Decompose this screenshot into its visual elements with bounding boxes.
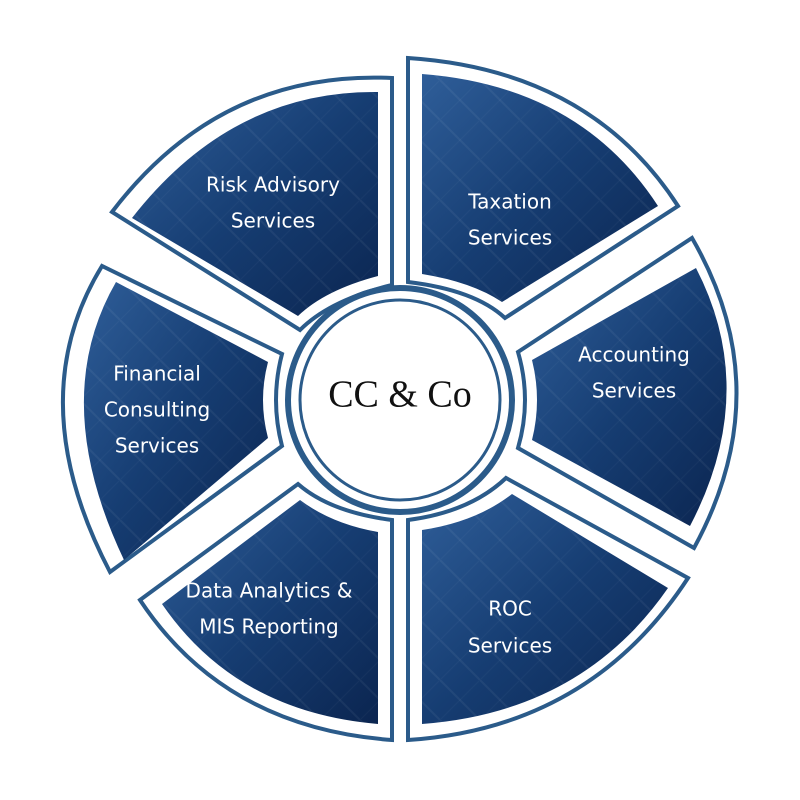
label-financial-line-3: Services <box>115 434 199 458</box>
label-roc-line-1: ROC <box>488 597 532 621</box>
center-ring-inner <box>298 298 502 502</box>
label-taxation-line-2: Services <box>468 226 552 250</box>
label-accounting-line-2: Services <box>592 379 676 403</box>
label-taxation-line-1: Taxation <box>467 190 552 214</box>
label-risk-line-1: Risk Advisory <box>206 173 340 197</box>
label-accounting-line-1: Accounting <box>578 343 690 367</box>
label-risk-line-2: Services <box>231 209 315 233</box>
label-roc-line-2: Services <box>468 634 552 658</box>
label-financial-line-2: Consulting <box>104 398 210 422</box>
center-label: CC & Co <box>328 374 472 416</box>
label-data-line-1: Data Analytics & <box>186 579 353 603</box>
label-data-line-2: MIS Reporting <box>199 615 338 639</box>
petal-fills <box>83 74 727 724</box>
label-financial-line-1: Financial <box>113 362 201 386</box>
segment-labels: Risk Advisory Services Taxation Services… <box>104 173 690 658</box>
